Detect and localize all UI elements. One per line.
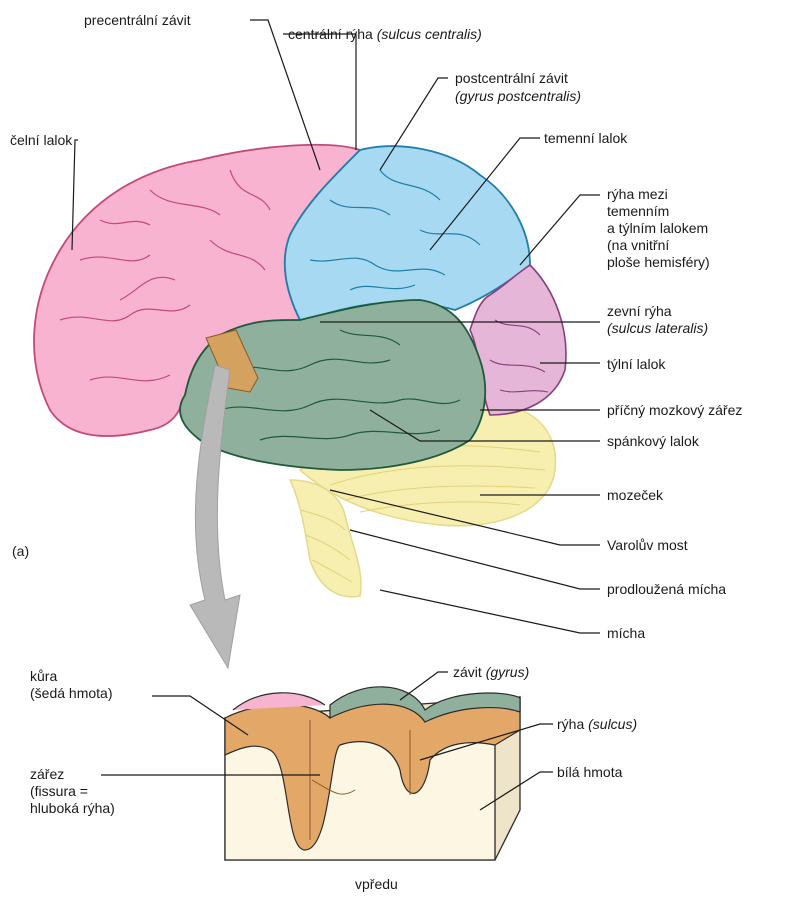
label-sulcus-main: rýha [557, 716, 588, 732]
label-postcentral-main: postcentrální závit [455, 70, 568, 87]
cortex-block [225, 687, 520, 860]
label-frontal: čelní lalok [10, 132, 72, 149]
label-transverse: příčný mozkový zářez [607, 402, 742, 419]
label-central-latin: (sulcus centralis) [377, 26, 482, 42]
label-gyrus-latin: (gyrus) [486, 664, 530, 680]
label-lateral-latin: (sulcus lateralis) [607, 320, 708, 337]
label-parieto-occipital: rýha mezi temenním a týlním lalokem (na … [607, 186, 710, 271]
label-pons: Varolův most [607, 537, 688, 554]
label-central: centrální rýha (sulcus centralis) [288, 26, 482, 43]
label-spinal: mícha [607, 625, 645, 642]
label-sulcus-latin: (sulcus) [588, 716, 637, 732]
label-parietal: temenní lalok [544, 130, 627, 147]
label-occipital: týlní lalok [607, 356, 665, 373]
label-sulcus: rýha (sulcus) [557, 716, 637, 733]
label-lateral-main: zevní rýha [607, 303, 672, 320]
label-white-matter: bílá hmota [557, 764, 622, 781]
label-front: vpředu [355, 876, 398, 893]
label-temporal: spánkový lalok [607, 433, 699, 450]
label-medulla: prodloužená mícha [607, 581, 726, 598]
label-precentral: precentrální závit [84, 12, 191, 29]
label-panel: (a) [12, 543, 29, 560]
label-cortex: kůra (šedá hmota) [30, 668, 112, 702]
label-central-main: centrální rýha [288, 26, 377, 42]
label-fissure: zářez (fissura = hluboká rýha) [30, 766, 115, 817]
label-cerebellum: mozeček [607, 487, 663, 504]
label-postcentral-latin: (gyrus postcentralis) [455, 88, 581, 105]
label-gyrus-main: závit [453, 664, 486, 680]
label-gyrus: závit (gyrus) [453, 664, 529, 681]
